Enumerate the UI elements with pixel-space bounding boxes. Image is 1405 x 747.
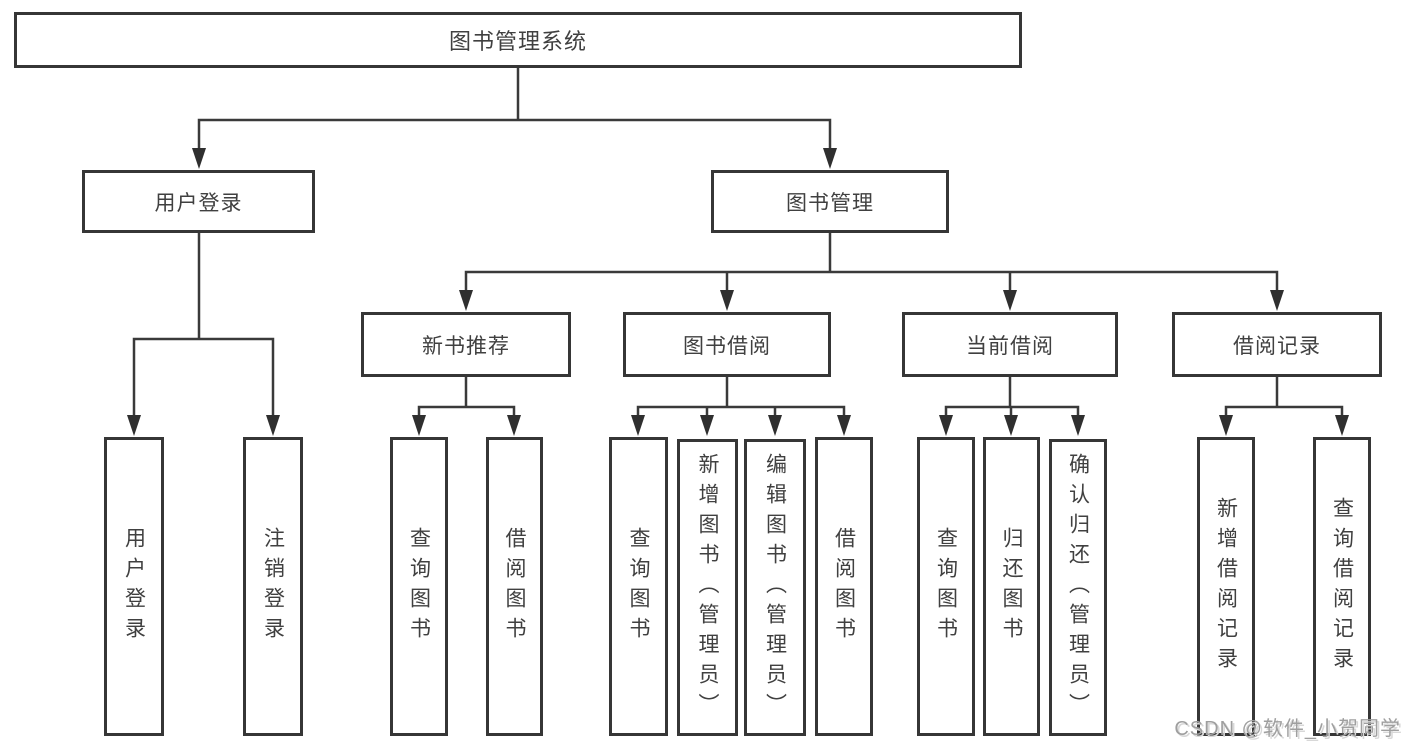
leaf-add-borrow-record: 新增借阅记录 — [1197, 437, 1255, 736]
leaf-query-borrow-record: 查询借阅记录 — [1313, 437, 1371, 736]
node-book-management: 图书管理 — [711, 170, 949, 233]
node-user-login: 用户登录 — [82, 170, 315, 233]
leaf-edit-book-admin: 编辑图书（管理员） — [744, 439, 806, 736]
leaf-confirm-return-admin: 确认归还（管理员） — [1049, 439, 1107, 736]
leaf-user-login: 用户登录 — [104, 437, 164, 736]
leaf-return-books: 归还图书 — [983, 437, 1040, 736]
csdn-watermark: CSDN @软件_小贺同学 — [1174, 718, 1401, 740]
leaf-query-books-recommend: 查询图书 — [390, 437, 448, 736]
node-current-borrow: 当前借阅 — [902, 312, 1118, 377]
leaf-add-book-admin: 新增图书（管理员） — [677, 439, 738, 736]
leaf-borrow-books-recommend: 借阅图书 — [486, 437, 543, 736]
node-borrow-records: 借阅记录 — [1172, 312, 1382, 377]
leaf-borrow-books-borrow: 借阅图书 — [815, 437, 873, 736]
leaf-query-books-borrow: 查询图书 — [609, 437, 668, 736]
leaf-logout-login: 注销登录 — [243, 437, 303, 736]
node-book-borrow: 图书借阅 — [623, 312, 831, 377]
node-new-book-recommend: 新书推荐 — [361, 312, 571, 377]
node-root: 图书管理系统 — [14, 12, 1022, 68]
leaf-query-books-current: 查询图书 — [917, 437, 975, 736]
